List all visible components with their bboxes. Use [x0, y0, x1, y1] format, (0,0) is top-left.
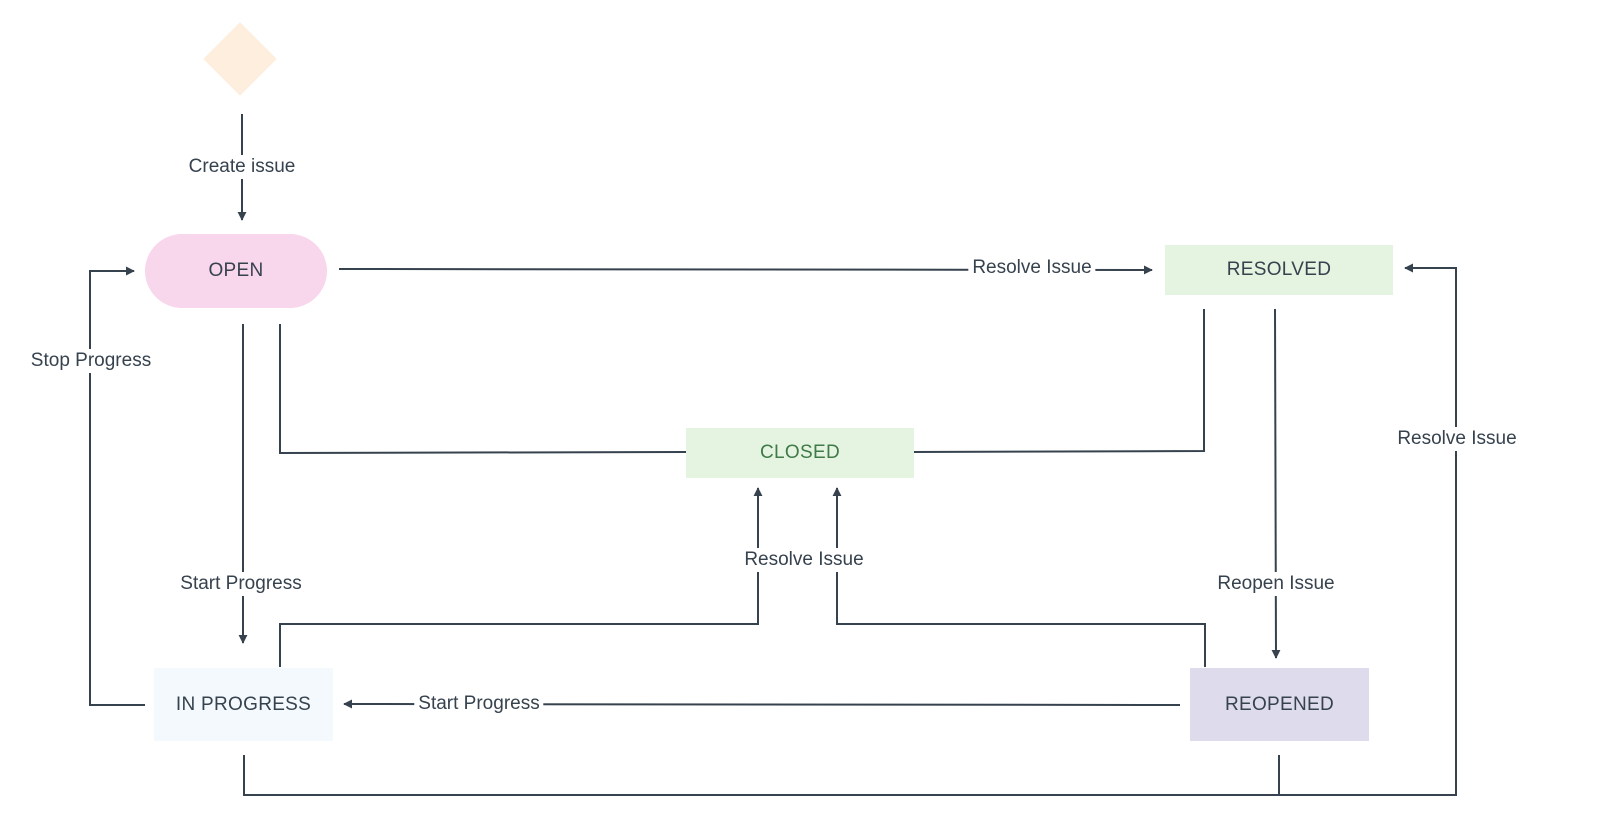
label-stop-progress: Stop Progress: [26, 349, 156, 373]
label-reopen-issue: Reopen Issue: [1213, 572, 1339, 596]
edge-bottom-loop-to-resolved: [243, 263, 1457, 796]
edge-in-progress-to-closed: [279, 487, 763, 667]
label-reopened-start-progress: Start Progress: [414, 692, 544, 716]
state-resolved-label: RESOLVED: [1226, 259, 1332, 280]
edge-resolved-to-closed: [911, 309, 1205, 453]
state-in-progress: IN PROGRESS: [154, 668, 333, 741]
edge-reopened-to-closed: [832, 487, 1206, 667]
state-resolved: RESOLVED: [1165, 245, 1393, 295]
edge-open-to-closed: [279, 324, 687, 455]
state-reopened-label: REOPENED: [1224, 693, 1335, 715]
state-in-progress-label: IN PROGRESS: [175, 693, 312, 715]
edge-reopen-issue: [1271, 308, 1281, 659]
state-open: OPEN: [145, 234, 327, 308]
state-reopened: REOPENED: [1190, 668, 1369, 741]
state-open-label: OPEN: [208, 260, 264, 281]
edge-stop-progress: [89, 266, 145, 706]
state-closed-label: CLOSED: [760, 442, 840, 463]
label-closed-resolve-issue: Resolve Issue: [740, 548, 868, 572]
label-right-resolve-issue: Resolve Issue: [1393, 427, 1521, 451]
label-create-issue: Create issue: [184, 155, 300, 179]
state-closed: CLOSED: [686, 428, 914, 478]
label-open-resolve-issue: Resolve Issue: [968, 256, 1096, 280]
label-open-start-progress: Start Progress: [176, 572, 306, 596]
